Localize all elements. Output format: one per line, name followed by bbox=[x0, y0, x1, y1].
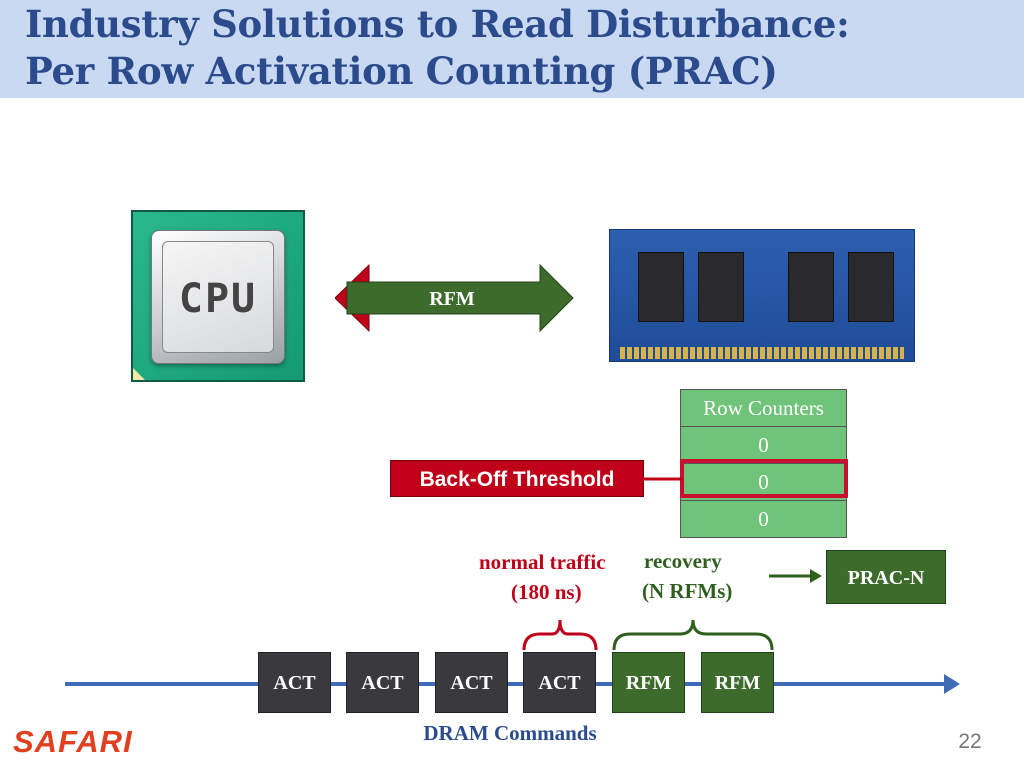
page-number: 22 bbox=[958, 730, 982, 753]
prac-n-box: PRAC-N bbox=[826, 550, 946, 604]
rfm-bidirectional-arrow: RFM bbox=[335, 263, 574, 333]
row-counter-highlight bbox=[680, 459, 848, 498]
arrow-right-icon bbox=[769, 569, 822, 583]
rfm-arrow-label: RFM bbox=[429, 288, 475, 310]
dram-timeline bbox=[65, 619, 960, 694]
command-act: ACT bbox=[435, 652, 508, 713]
backoff-threshold-label: Back-Off Threshold bbox=[390, 460, 644, 497]
command-act: ACT bbox=[346, 652, 419, 713]
command-act: ACT bbox=[258, 652, 331, 713]
title-band bbox=[0, 0, 1024, 98]
command-act: ACT bbox=[523, 652, 596, 713]
dram-commands-label: DRAM Commands bbox=[423, 721, 597, 745]
slide-title-line-2: Per Row Activation Counting (PRAC) bbox=[25, 49, 778, 93]
recovery-count: (N RFMs) bbox=[642, 579, 733, 603]
normal-traffic-brace bbox=[522, 619, 598, 651]
recovery-label: recovery bbox=[644, 549, 722, 573]
row-counter-value: 0 bbox=[681, 426, 846, 463]
command-rfm: RFM bbox=[701, 652, 774, 713]
cpu-label: CPU bbox=[178, 276, 258, 322]
normal-traffic-label: normal traffic bbox=[479, 550, 606, 574]
command-rfm: RFM bbox=[612, 652, 685, 713]
row-counters-table: Row Counters 0 0 0 bbox=[680, 389, 847, 538]
dram-module-icon bbox=[609, 229, 915, 362]
row-counter-value: 0 bbox=[681, 463, 846, 500]
recovery-brace bbox=[612, 619, 774, 651]
backoff-connector bbox=[643, 477, 683, 481]
slide-title-line-1: Industry Solutions to Read Disturbance: bbox=[25, 2, 850, 46]
cpu-chip-icon: CPU bbox=[131, 210, 305, 382]
timeline-arrowhead bbox=[944, 674, 960, 694]
row-counters-header: Row Counters bbox=[681, 390, 846, 426]
normal-traffic-duration: (180 ns) bbox=[511, 580, 582, 604]
row-counter-value: 0 bbox=[681, 500, 846, 537]
safari-logo: SAFARI bbox=[13, 724, 133, 759]
